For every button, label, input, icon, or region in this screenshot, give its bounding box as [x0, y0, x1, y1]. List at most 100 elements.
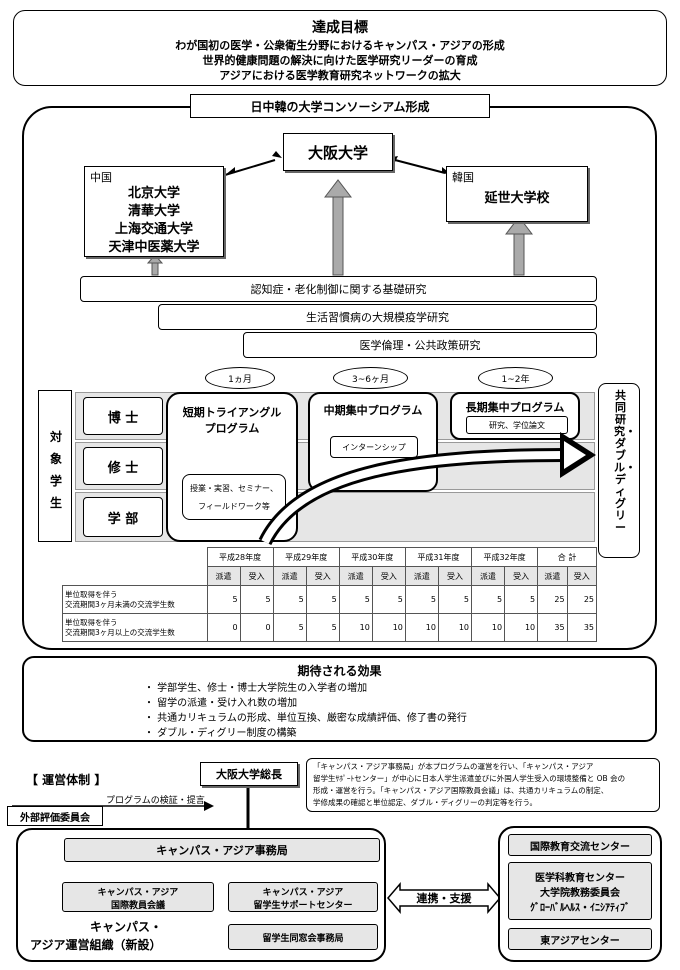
- effects-box: 期待される効果 ・ 学部学生、修士・博士大学院生の入学者の増加 ・ 留学の派遣・…: [22, 656, 657, 742]
- target-students-label: 対象学生: [38, 390, 72, 542]
- sub-header: 派遣: [338, 566, 373, 586]
- row-label: 単位取得を伴う: [65, 617, 118, 627]
- description-line: 留学生ｻﾎﾟｰﾄセンター」が中心に日本人学生派遣並びに外国人学生受入の環境整備と…: [313, 774, 626, 783]
- east-asia-center-box: 東アジアセンター: [508, 928, 652, 950]
- description-box: 「キャンパス・アジア事務局」が本プログラムの運営を行い、「キャンパス・アジア 留…: [306, 758, 660, 812]
- long-program-title: 長期集中プログラム: [465, 401, 565, 414]
- level-undergrad: 学 部: [83, 497, 163, 537]
- grad-center-box: 医学科教育センター 大学院教務委員会 ｸﾞﾛｰﾊﾞﾙﾍﾙｽ・ｲﾆｼｱﾃｨﾌﾞ: [508, 862, 652, 920]
- china-university: 天津中医薬大学: [108, 240, 200, 255]
- sub-header: 派遣: [206, 566, 241, 586]
- china-university: 上海交通大学: [114, 222, 193, 237]
- goal-line: わが国初の医学・公衆衛生分野におけるキャンパス・アジアの形成: [175, 39, 505, 52]
- effects-item: ・ 留学の派遣・受け入れ数の増加: [144, 698, 298, 709]
- support-center-box: キャンパス・アジア 留学生サポートセンター: [228, 882, 378, 912]
- table-cell: 5: [338, 585, 373, 614]
- effects-item: ・ ダブル・ディグリー制度の構築: [144, 728, 297, 739]
- table-cell: 10: [504, 613, 539, 642]
- short-program-title: 短期トライアングル: [182, 406, 282, 419]
- progression-arrow: [258, 432, 596, 546]
- china-university: 清華大学: [127, 204, 180, 219]
- table-cell: 10: [338, 613, 373, 642]
- duration-short: 1ヵ月: [205, 367, 275, 389]
- organization-label2: アジア運営組織（新設）: [30, 938, 162, 952]
- long-program-note: 研究、学位論文: [466, 416, 568, 434]
- long-program-box: 長期集中プログラム 研究、学位論文: [450, 392, 580, 440]
- organization-label1: キャンパス・: [90, 920, 163, 934]
- short-program-note1: 授業・実習、セミナー、: [190, 484, 278, 493]
- effects-item: ・ 共通カリキュラムの形成、単位互換、厳密な成績評価、修了書の発行: [144, 713, 467, 724]
- research-bar: 医学倫理・公共政策研究: [243, 332, 597, 358]
- level-doctor: 博 士: [83, 397, 163, 435]
- china-university: 北京大学: [127, 186, 180, 201]
- grad-line2: 大学院教務委員会: [540, 888, 620, 899]
- table-cell: 5: [305, 613, 340, 642]
- goal-line: アジアにおける医学教育研究ネットワークの拡大: [219, 69, 461, 82]
- table-cell: 5: [272, 613, 307, 642]
- row-label: 交流期間3ヶ月以上の交流学生数: [65, 627, 175, 637]
- table-cell: 0: [239, 613, 274, 642]
- short-program-note2: フィールドワーク等: [198, 502, 270, 511]
- alumni-office-box: 留学生同窓会事務局: [228, 924, 378, 950]
- short-program-note: 授業・実習、セミナー、 フィールドワーク等: [182, 474, 286, 520]
- china-box: 中国 北京大学 清華大学 上海交通大学 天津中医薬大学: [84, 166, 224, 257]
- description-line: 学修成果の確認と単位認定、ダブル・ディグリーの判定等を行う。: [313, 798, 538, 807]
- sub-header: 派遣: [272, 566, 307, 586]
- cooperation-label: 連携・支援: [416, 892, 472, 905]
- short-program-box: 短期トライアングル プログラム 授業・実習、セミナー、 フィールドワーク等: [166, 392, 298, 542]
- council-line2: 国際教員会議: [110, 901, 165, 911]
- short-program-title2: プログラム: [204, 422, 260, 435]
- council-box: キャンパス・アジア 国際教員会議: [62, 882, 214, 912]
- table-cell: 35: [566, 613, 598, 642]
- table-cell: 5: [305, 585, 340, 614]
- consortium-title: 日中韓の大学コンソーシアム形成: [190, 94, 490, 118]
- sub-header: 受入: [305, 566, 340, 586]
- row-label: 交流期間3ヶ月未満の交流学生数: [65, 599, 175, 609]
- target-students-text: 対象学生: [49, 430, 62, 510]
- table-row: 単位取得を伴う交流期間3ヶ月未満の交流学生数 5 5 5 5 5 5 5 5 5…: [62, 585, 598, 614]
- research-bar: 生活習慣病の大規模疫学研究: [158, 304, 597, 330]
- grad-line3: ｸﾞﾛｰﾊﾞﾙﾍﾙｽ・ｲﾆｼｱﾃｨﾌﾞ: [530, 903, 630, 914]
- president-box: 大阪大学総長: [200, 762, 298, 786]
- goal-line: 世界的健康問題の解決に向けた医学研究リーダーの育成: [202, 54, 478, 67]
- table-cell: 10: [437, 613, 473, 642]
- sub-header: 受入: [239, 566, 274, 586]
- sub-header: 受入: [437, 566, 473, 586]
- management-title: 【 運営体制 】: [26, 773, 107, 787]
- goal-title: 達成目標: [312, 20, 368, 36]
- description-line: 「キャンパス・アジア事務局」が本プログラムの運営を行い、「キャンパス・アジア: [313, 762, 594, 771]
- china-label: 中国: [90, 171, 112, 184]
- duration-long: 1~2年: [478, 367, 553, 389]
- table-cell: 10: [470, 613, 506, 642]
- support-line1: キャンパス・アジア: [262, 888, 344, 898]
- office-box: キャンパス・アジア事務局: [64, 838, 380, 862]
- intl-center-box: 国際教育交流センター: [508, 834, 652, 856]
- mid-program-title: 中期集中プログラム: [323, 404, 423, 417]
- outcome-box: 共同研究・ダブル・ディグリー: [598, 383, 640, 558]
- table-cell: 5: [504, 585, 539, 614]
- osaka-university-box: 大阪大学: [283, 133, 393, 171]
- evaluation-note: プログラムの検証・提言: [106, 796, 205, 806]
- exchange-table: 平成28年度 平成29年度 平成30年度 平成31年度 平成32年度 合 計 派…: [62, 547, 598, 642]
- duration-mid: 3~6ヶ月: [333, 367, 408, 389]
- row-label: 単位取得を伴う: [65, 589, 118, 599]
- support-line2: 留学生サポートセンター: [253, 901, 353, 911]
- research-bar: 認知症・老化制御に関する基礎研究: [80, 276, 597, 302]
- sub-header: 派遣: [404, 566, 439, 586]
- korea-label: 韓国: [452, 171, 474, 184]
- korea-box: 韓国 延世大学校: [446, 166, 588, 222]
- table-cell: 10: [371, 613, 406, 642]
- grad-line1: 医学科教育センター: [535, 873, 625, 884]
- council-line1: キャンパス・アジア: [97, 888, 179, 898]
- mid-program-note: インターンシップ: [330, 436, 418, 458]
- korea-university: 延世大学校: [484, 191, 550, 206]
- goal-box: 達成目標 わが国初の医学・公衆衛生分野におけるキャンパス・アジアの形成 世界的健…: [13, 10, 667, 86]
- table-cell: 0: [206, 613, 241, 642]
- external-committee-box: 外部評価委員会: [7, 806, 103, 826]
- consortium-arrows: [146, 151, 534, 276]
- table-cell: 10: [404, 613, 439, 642]
- effects-title: 期待される効果: [297, 664, 382, 678]
- table-row: 単位取得を伴う交流期間3ヶ月以上の交流学生数 0 0 5 5 10 10 10 …: [62, 613, 598, 642]
- level-master: 修 士: [83, 447, 163, 485]
- description-line: 形成・運営を行う。「キャンパス・アジア国際教員会議」は、共通カリキュラムの制定、: [313, 786, 609, 795]
